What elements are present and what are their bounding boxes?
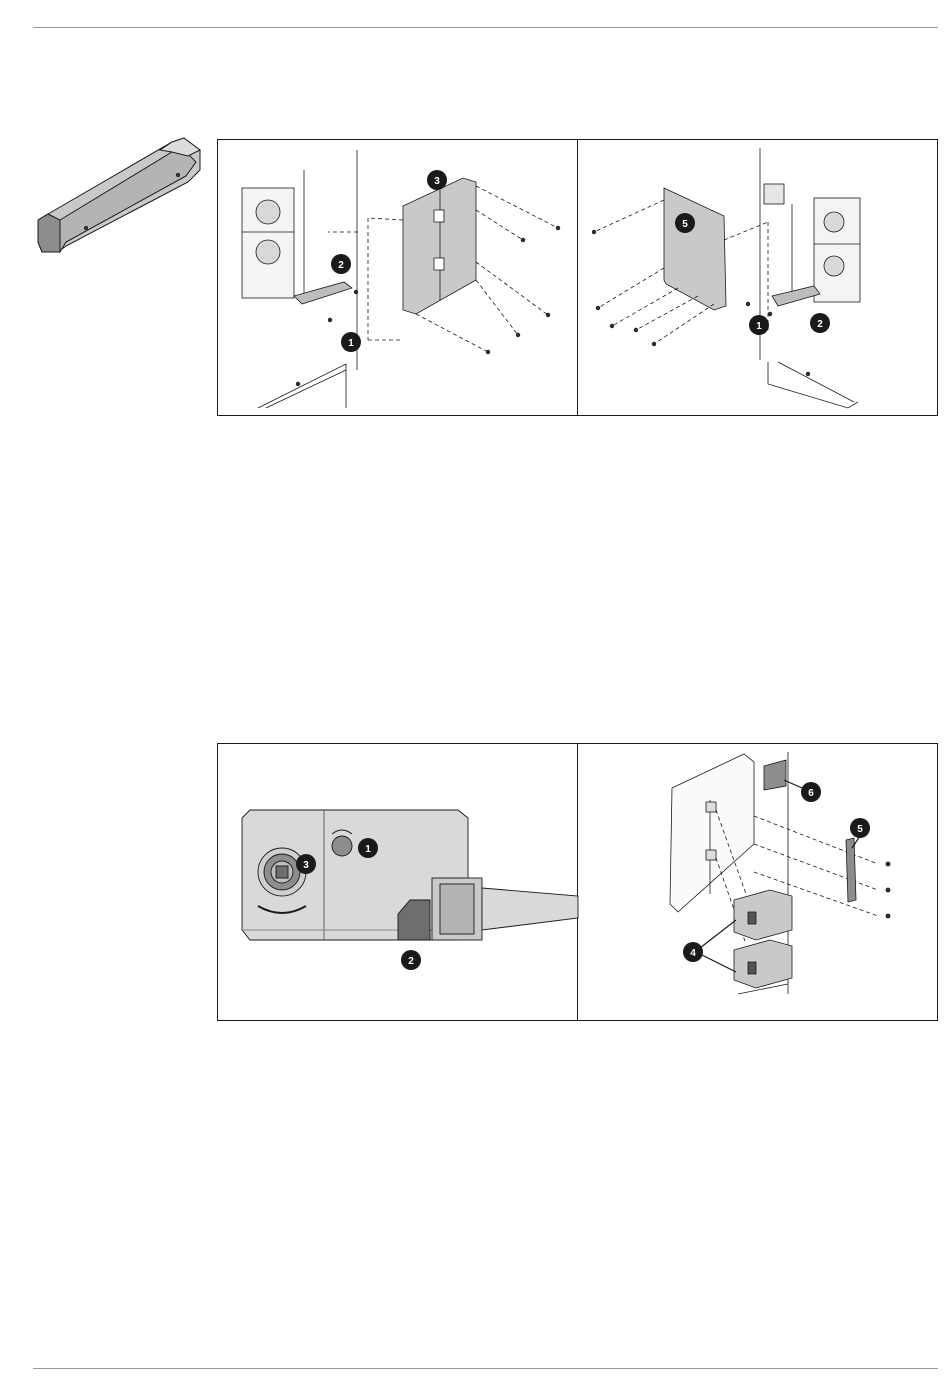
callout-5: 5 xyxy=(682,219,688,230)
top-figure-panel: 1 2 3 xyxy=(217,139,938,416)
callout-6: 6 xyxy=(808,788,814,799)
callout-2: 2 xyxy=(817,319,823,330)
callout-5: 5 xyxy=(857,824,863,835)
callout-4: 4 xyxy=(690,948,696,959)
footer-rule xyxy=(33,1368,938,1369)
callout-1: 1 xyxy=(756,321,762,332)
bottom-figure-panel: 1 2 3 xyxy=(217,743,938,1021)
header-rule xyxy=(33,27,938,28)
bottom-right-assembly-figure: 4 5 6 xyxy=(218,744,939,1022)
top-right-assembly-figure: 1 2 5 xyxy=(218,140,939,417)
